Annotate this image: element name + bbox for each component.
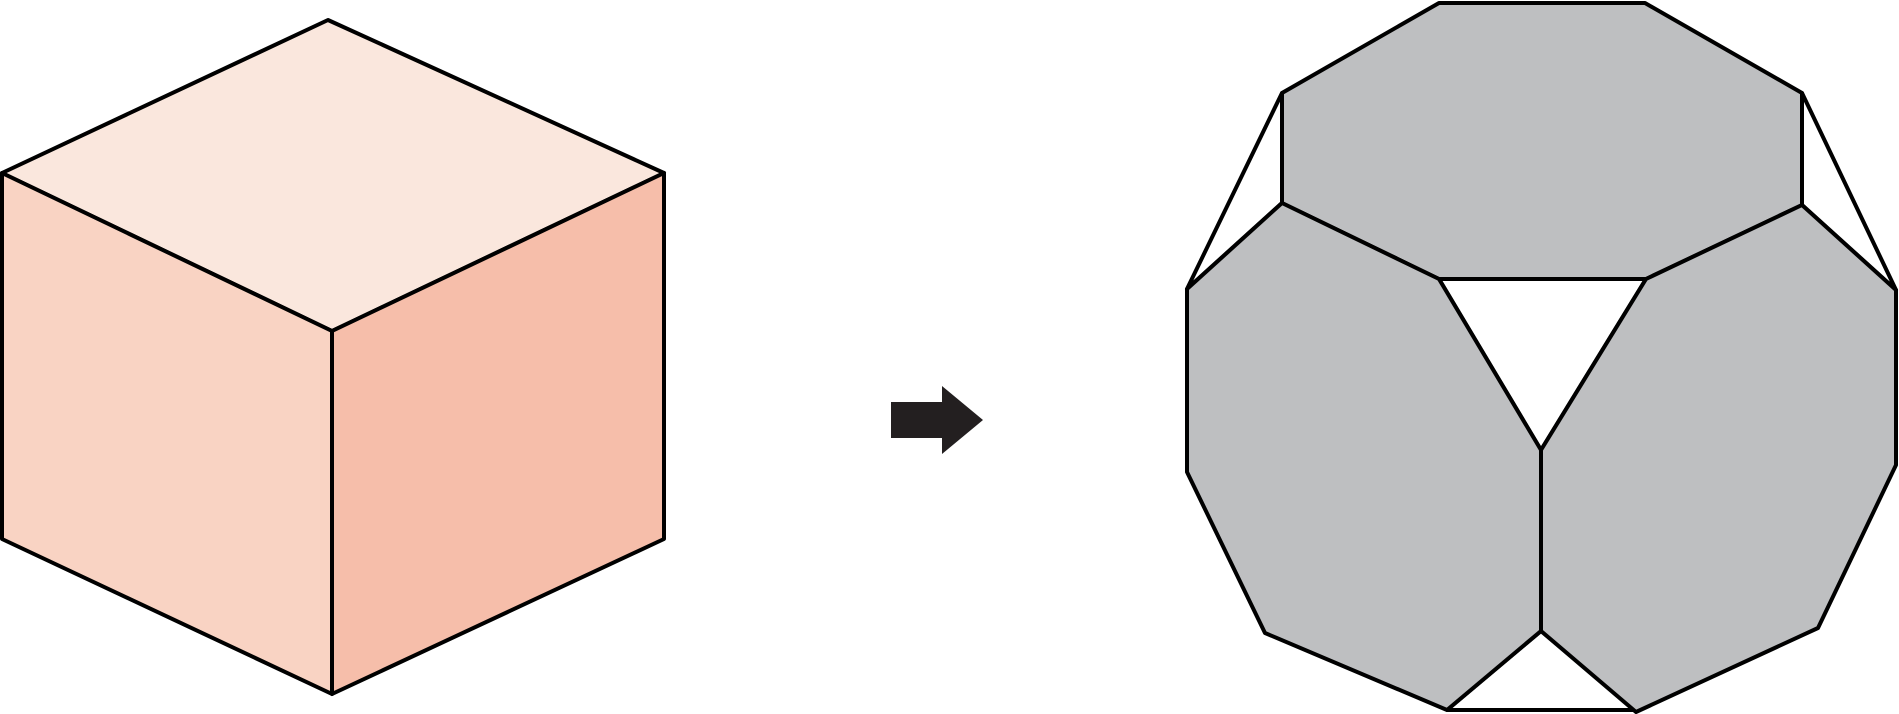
cube [0, 18, 666, 696]
arrow-right-icon [891, 386, 983, 454]
octagon-face-top [1280, 1, 1804, 281]
cube-right-face [330, 171, 666, 696]
octagon-face-left [1185, 201, 1543, 712]
truncated-cube [1185, 1, 1898, 714]
octagon-face-right [1539, 203, 1898, 714]
